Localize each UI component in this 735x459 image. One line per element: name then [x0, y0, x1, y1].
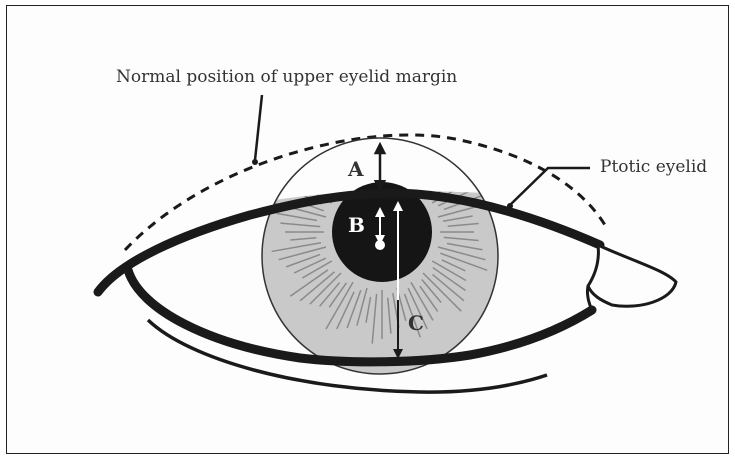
ptotic-leader	[510, 168, 590, 205]
normal-position-label: Normal position of upper eyelid margin	[116, 67, 457, 87]
inner-canthus	[588, 245, 676, 306]
label-a: A	[347, 157, 364, 181]
label-c: C	[408, 311, 424, 335]
ptotic-eyelid-label: Ptotic eyelid	[600, 157, 707, 177]
label-b: B	[348, 213, 365, 237]
normal-position-leader	[255, 95, 262, 160]
corneal-reflex-dot	[375, 240, 385, 250]
